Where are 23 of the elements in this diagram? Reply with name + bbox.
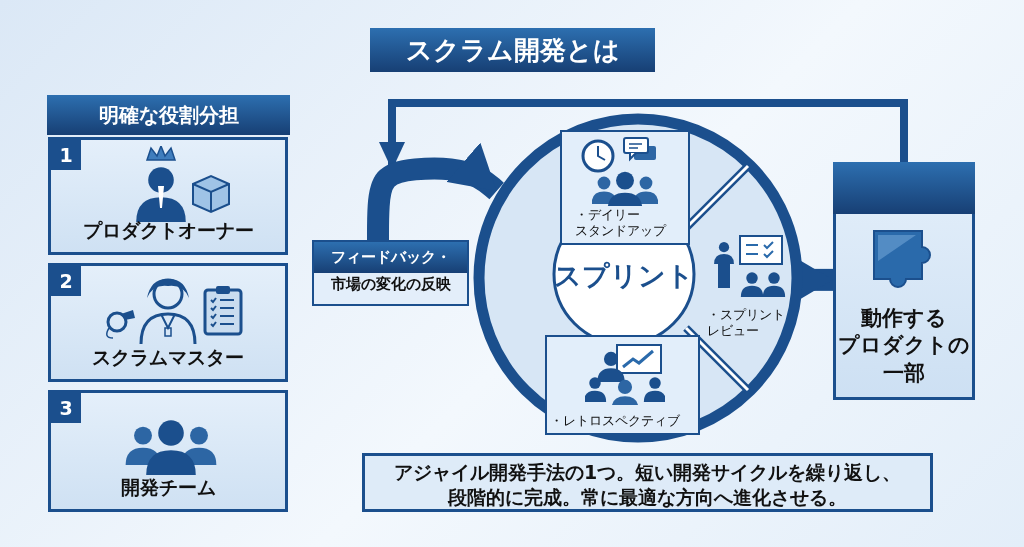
role-name: プロダクトオーナー (81, 218, 255, 243)
event-name: ・レトロスペクティブ (549, 412, 681, 429)
product-box (833, 162, 975, 400)
heading-bar: 明確な役割分担 (47, 95, 290, 135)
title-banner: スクラム開発とは (370, 28, 655, 72)
number-badge: 2 (51, 266, 81, 296)
event-name: ・デイリースタンドアップ (575, 206, 668, 239)
number-badge: 3 (51, 393, 81, 423)
event-panel (560, 130, 690, 245)
sprint-label: スプリント (554, 259, 694, 293)
event-name: ・スプリントレビュー (707, 306, 786, 339)
number-badge: 1 (51, 140, 81, 170)
description-text: アジャイル開発手法の1つ。短い開発サイクルを繰り返し、段階的に完成。常に最適な方向へ進化させる。 (362, 453, 933, 512)
role-name: 開発チーム (119, 475, 217, 500)
product-label: 動作するプロダクトの一部 (837, 305, 971, 387)
feedback-text: 市場の変化の反映 (329, 275, 452, 294)
role-card (48, 263, 288, 382)
event-panel (545, 335, 700, 435)
role-card (48, 137, 288, 255)
feedback-heading: フィードバック・ (314, 242, 467, 273)
role-card (48, 390, 288, 512)
role-name: スクラムマスター (91, 345, 245, 370)
feedback-box (312, 240, 469, 306)
